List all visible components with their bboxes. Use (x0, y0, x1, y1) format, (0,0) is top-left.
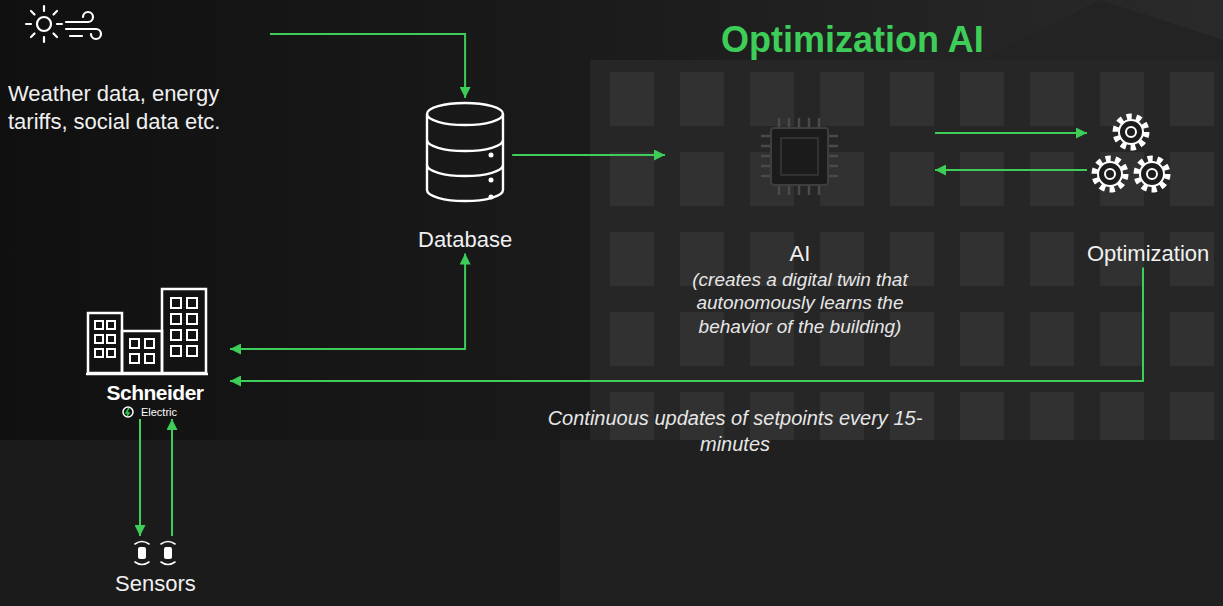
ai-node: AI(creates a digital twin that autonomou… (665, 112, 935, 339)
weather-icon-part-part (66, 12, 93, 22)
brand-subtitle: Electric (133, 405, 177, 419)
sensors-icon (126, 537, 184, 569)
database-icon-part (489, 178, 494, 183)
gears-icon-part-part (1140, 162, 1164, 186)
building-icon-part-part (95, 335, 103, 343)
building-icon-part-part (130, 354, 139, 363)
weather-icon-part-part (66, 29, 101, 39)
gears-icon-part (1095, 117, 1167, 189)
database-icon-part-part (427, 103, 503, 125)
building-icon-part-part (171, 346, 181, 356)
database-icon-part-part (427, 114, 503, 190)
sensors-icon-part-part (135, 542, 149, 545)
database-icon (423, 100, 507, 204)
database-icon-part (489, 195, 494, 200)
building-icon-part-part (88, 313, 122, 373)
weather-icon-part-part (70, 35, 82, 37)
database-icon-part (427, 103, 503, 201)
sensors-icon-part (135, 542, 175, 565)
chip-icon-part (781, 138, 818, 175)
building-icon-part-part (95, 349, 103, 357)
brand-mark-part (123, 407, 133, 417)
gears-icon-part-part (1137, 159, 1167, 189)
building-icon-part-part (145, 354, 154, 363)
building-icon-part-part (95, 321, 103, 329)
edge-label: Continuous updates of setpoints every 15… (535, 405, 935, 457)
node-label: Database (418, 226, 512, 254)
connector-arrow (512, 154, 665, 156)
database-node: Database (418, 98, 512, 254)
gears-icon (1090, 112, 1172, 198)
chip-icon-part (761, 118, 838, 195)
chip-icon-part (771, 128, 828, 185)
weather-icon (22, 2, 112, 52)
weather-icon-part-part (26, 6, 62, 42)
brand-mark-part (126, 408, 129, 416)
sensors-icon-part-part (135, 562, 149, 565)
optimization-node: Optimization (1087, 112, 1209, 268)
gears-icon-part-part (1116, 117, 1146, 147)
building-icon-part-part (145, 339, 154, 348)
building-icon-part (86, 289, 208, 374)
database-icon-part (489, 153, 494, 158)
weather-icon-part-part (37, 17, 51, 31)
connector-arrow (935, 132, 1087, 134)
connector-arrow (270, 34, 465, 98)
building-icon-part-part (171, 314, 181, 324)
weather-icon-part (26, 6, 101, 42)
building-icon-part-part (107, 321, 115, 329)
background-photo-part (560, 440, 1223, 606)
gears-icon-part-part (1119, 120, 1143, 144)
building-icon-part-part (130, 339, 139, 348)
brand-mark (122, 406, 134, 418)
gears-icon-part-part (1095, 159, 1125, 189)
sensors-icon-part (138, 547, 146, 559)
database-icon-part-part (427, 140, 503, 151)
building-icon-part-part (86, 373, 208, 376)
building-icon-part-part (187, 298, 197, 308)
background-photo-part (590, 60, 1223, 440)
background-photo-part (980, 0, 1223, 60)
building-icon-part-part (171, 330, 181, 340)
ai-description: (creates a digital twin that autonomousl… (665, 268, 935, 339)
diagram-title: Optimization AI (721, 18, 984, 61)
background-photo-part (0, 440, 1223, 606)
gears-icon-part-part (1126, 127, 1136, 137)
building-icon (86, 283, 208, 377)
sensors-node: Sensors (115, 536, 196, 598)
building-icon-part-part (187, 330, 197, 340)
node-label: Sensors (115, 570, 196, 598)
gears-icon-part-part (1147, 169, 1157, 179)
sensors-icon-part-part (161, 542, 175, 545)
brand-name: Schneider (106, 381, 203, 405)
connector-arrow (171, 419, 173, 536)
building-icon-part-part (171, 298, 181, 308)
gears-icon-part-part (1105, 169, 1115, 179)
data-source: Weather data, energy tariffs, social dat… (8, 0, 270, 135)
gears-icon-part-part (1098, 162, 1122, 186)
building-icon-part (95, 298, 197, 363)
chip-icon (757, 114, 842, 199)
building-node: SchneiderElectric (80, 283, 230, 419)
database-icon-part-part (427, 190, 503, 201)
building-icon-part-part (187, 314, 197, 324)
database-icon-part-part (427, 165, 503, 176)
node-label: Optimization (1087, 240, 1209, 268)
node-label: AI (790, 240, 811, 268)
sensors-icon-part (164, 547, 172, 559)
building-icon-part-part (122, 331, 162, 373)
building-icon-part-part (107, 349, 115, 357)
building-icon-part-part (162, 289, 206, 373)
building-icon-part-part (187, 346, 197, 356)
sensors-icon-part-part (161, 562, 175, 565)
connector-arrow (139, 419, 141, 536)
source-label: Weather data, energy tariffs, social dat… (8, 80, 270, 135)
building-icon-part-part (107, 335, 115, 343)
connector-arrow (230, 254, 465, 350)
connector-arrow (935, 169, 1087, 171)
background-photo-part (590, 60, 1223, 440)
connector-arrow (230, 268, 1143, 382)
